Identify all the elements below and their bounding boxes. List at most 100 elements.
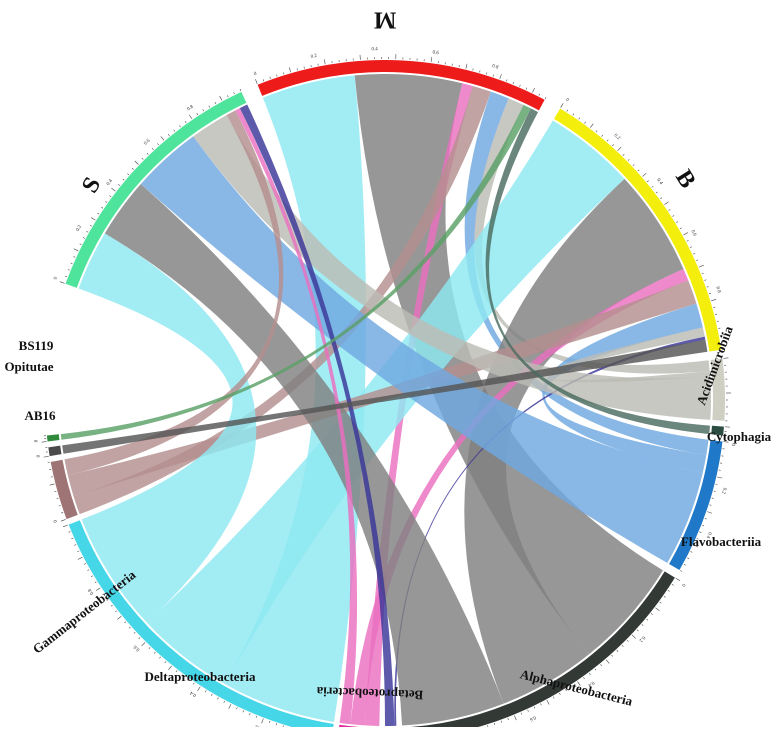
tick-mark bbox=[652, 186, 654, 187]
tick-mark bbox=[159, 657, 160, 659]
tick-mark bbox=[211, 694, 212, 696]
tick-mark bbox=[513, 82, 514, 84]
tick-mark bbox=[431, 57, 432, 62]
tick-mark bbox=[480, 70, 481, 72]
tick-mark bbox=[324, 59, 325, 64]
tick-mark bbox=[493, 75, 494, 77]
tick-label: 0 bbox=[36, 454, 41, 458]
tick-mark bbox=[699, 265, 704, 267]
arc-opitutae bbox=[48, 446, 61, 456]
tick-mark bbox=[115, 611, 117, 612]
tick-mark bbox=[59, 505, 61, 506]
tick-mark bbox=[712, 498, 714, 499]
tick-mark bbox=[243, 710, 244, 712]
tick-mark bbox=[696, 260, 698, 261]
tick-mark bbox=[80, 244, 82, 245]
tick-mark bbox=[617, 650, 618, 651]
tick-mark bbox=[270, 77, 271, 79]
tick-mark bbox=[710, 505, 712, 506]
label-cytophagia: Cytophagia bbox=[707, 429, 772, 444]
tick-mark bbox=[714, 491, 716, 492]
tick-mark bbox=[123, 179, 125, 180]
tick-mark bbox=[224, 701, 225, 703]
tick-mark bbox=[643, 173, 647, 176]
tick-mark bbox=[506, 79, 507, 81]
tick-mark bbox=[664, 596, 666, 597]
tick-label: 0.4 bbox=[371, 47, 378, 52]
tick-mark bbox=[105, 201, 107, 202]
tick-mark bbox=[68, 269, 70, 270]
tick-mark bbox=[660, 602, 662, 603]
tick-mark bbox=[501, 721, 502, 723]
tick-mark bbox=[651, 613, 653, 614]
tick-mark bbox=[622, 645, 623, 646]
tick-mark bbox=[655, 608, 659, 611]
tick-label: 0 bbox=[34, 439, 39, 443]
tick-mark bbox=[486, 72, 487, 74]
tick-mark bbox=[132, 168, 133, 169]
tick-mark bbox=[197, 113, 198, 115]
arc-bs119 bbox=[47, 434, 60, 441]
tick-mark bbox=[73, 256, 75, 257]
tick-mark bbox=[297, 68, 298, 70]
tick-mark bbox=[717, 477, 722, 478]
tick-mark bbox=[84, 563, 86, 564]
tick-mark bbox=[590, 124, 593, 128]
tick-mark bbox=[54, 491, 56, 492]
tick-mark bbox=[559, 693, 560, 695]
tick-mark bbox=[77, 551, 79, 552]
tick-label: 0.6 bbox=[528, 714, 536, 721]
tick-mark bbox=[71, 263, 73, 264]
tick-mark bbox=[669, 209, 671, 210]
tick-mark bbox=[680, 571, 682, 572]
tick-label: 0.4 bbox=[655, 178, 663, 186]
tick-mark bbox=[198, 687, 201, 691]
tick-mark bbox=[147, 153, 148, 154]
tick-mark bbox=[637, 630, 638, 631]
label-flavobacteriia: Flavobacteriia bbox=[681, 534, 762, 549]
tick-mark bbox=[595, 669, 596, 671]
tick-label: 0 bbox=[53, 518, 59, 523]
tick-label: 0.6 bbox=[690, 229, 698, 237]
tick-mark bbox=[687, 240, 689, 241]
tick-mark bbox=[521, 713, 522, 715]
tick-mark bbox=[276, 723, 277, 725]
tick-mark bbox=[57, 498, 59, 499]
tick-mark bbox=[95, 582, 97, 583]
label-deltaproteobacteria: Deltaproteobacteria bbox=[145, 669, 256, 684]
tick-mark bbox=[541, 703, 542, 705]
tick-mark bbox=[218, 698, 219, 700]
tick-mark bbox=[127, 174, 129, 175]
label-opitutae: Opitutae bbox=[4, 359, 53, 374]
tick-mark bbox=[672, 584, 674, 585]
tick-label: 0.8 bbox=[714, 286, 721, 294]
tick-mark bbox=[142, 642, 146, 646]
tick-mark bbox=[236, 707, 237, 709]
tick-mark bbox=[707, 287, 709, 288]
label-m: M bbox=[374, 6, 397, 32]
tick-mark bbox=[632, 635, 636, 638]
tick-mark bbox=[707, 512, 712, 514]
tick-mark bbox=[157, 143, 158, 145]
tick-mark bbox=[676, 578, 680, 581]
tick-mark bbox=[690, 247, 692, 248]
tick-mark bbox=[606, 660, 609, 664]
tick-mark bbox=[168, 134, 169, 136]
tick-mark bbox=[607, 140, 608, 142]
tick-label: 0.8 bbox=[491, 64, 499, 71]
tick-mark bbox=[86, 231, 88, 232]
tick-mark bbox=[69, 532, 71, 533]
tick-label: 0 bbox=[680, 582, 686, 587]
tick-mark bbox=[683, 233, 687, 235]
tick-mark bbox=[101, 207, 103, 208]
tick-mark bbox=[687, 558, 689, 559]
tick-mark bbox=[500, 74, 502, 79]
tick-mark bbox=[139, 637, 140, 638]
tick-mark bbox=[526, 88, 527, 90]
tick-mark bbox=[50, 484, 55, 485]
tick-mark bbox=[111, 188, 115, 191]
tick-mark bbox=[623, 154, 624, 155]
tick-mark bbox=[693, 253, 695, 254]
tick-mark bbox=[149, 647, 150, 648]
